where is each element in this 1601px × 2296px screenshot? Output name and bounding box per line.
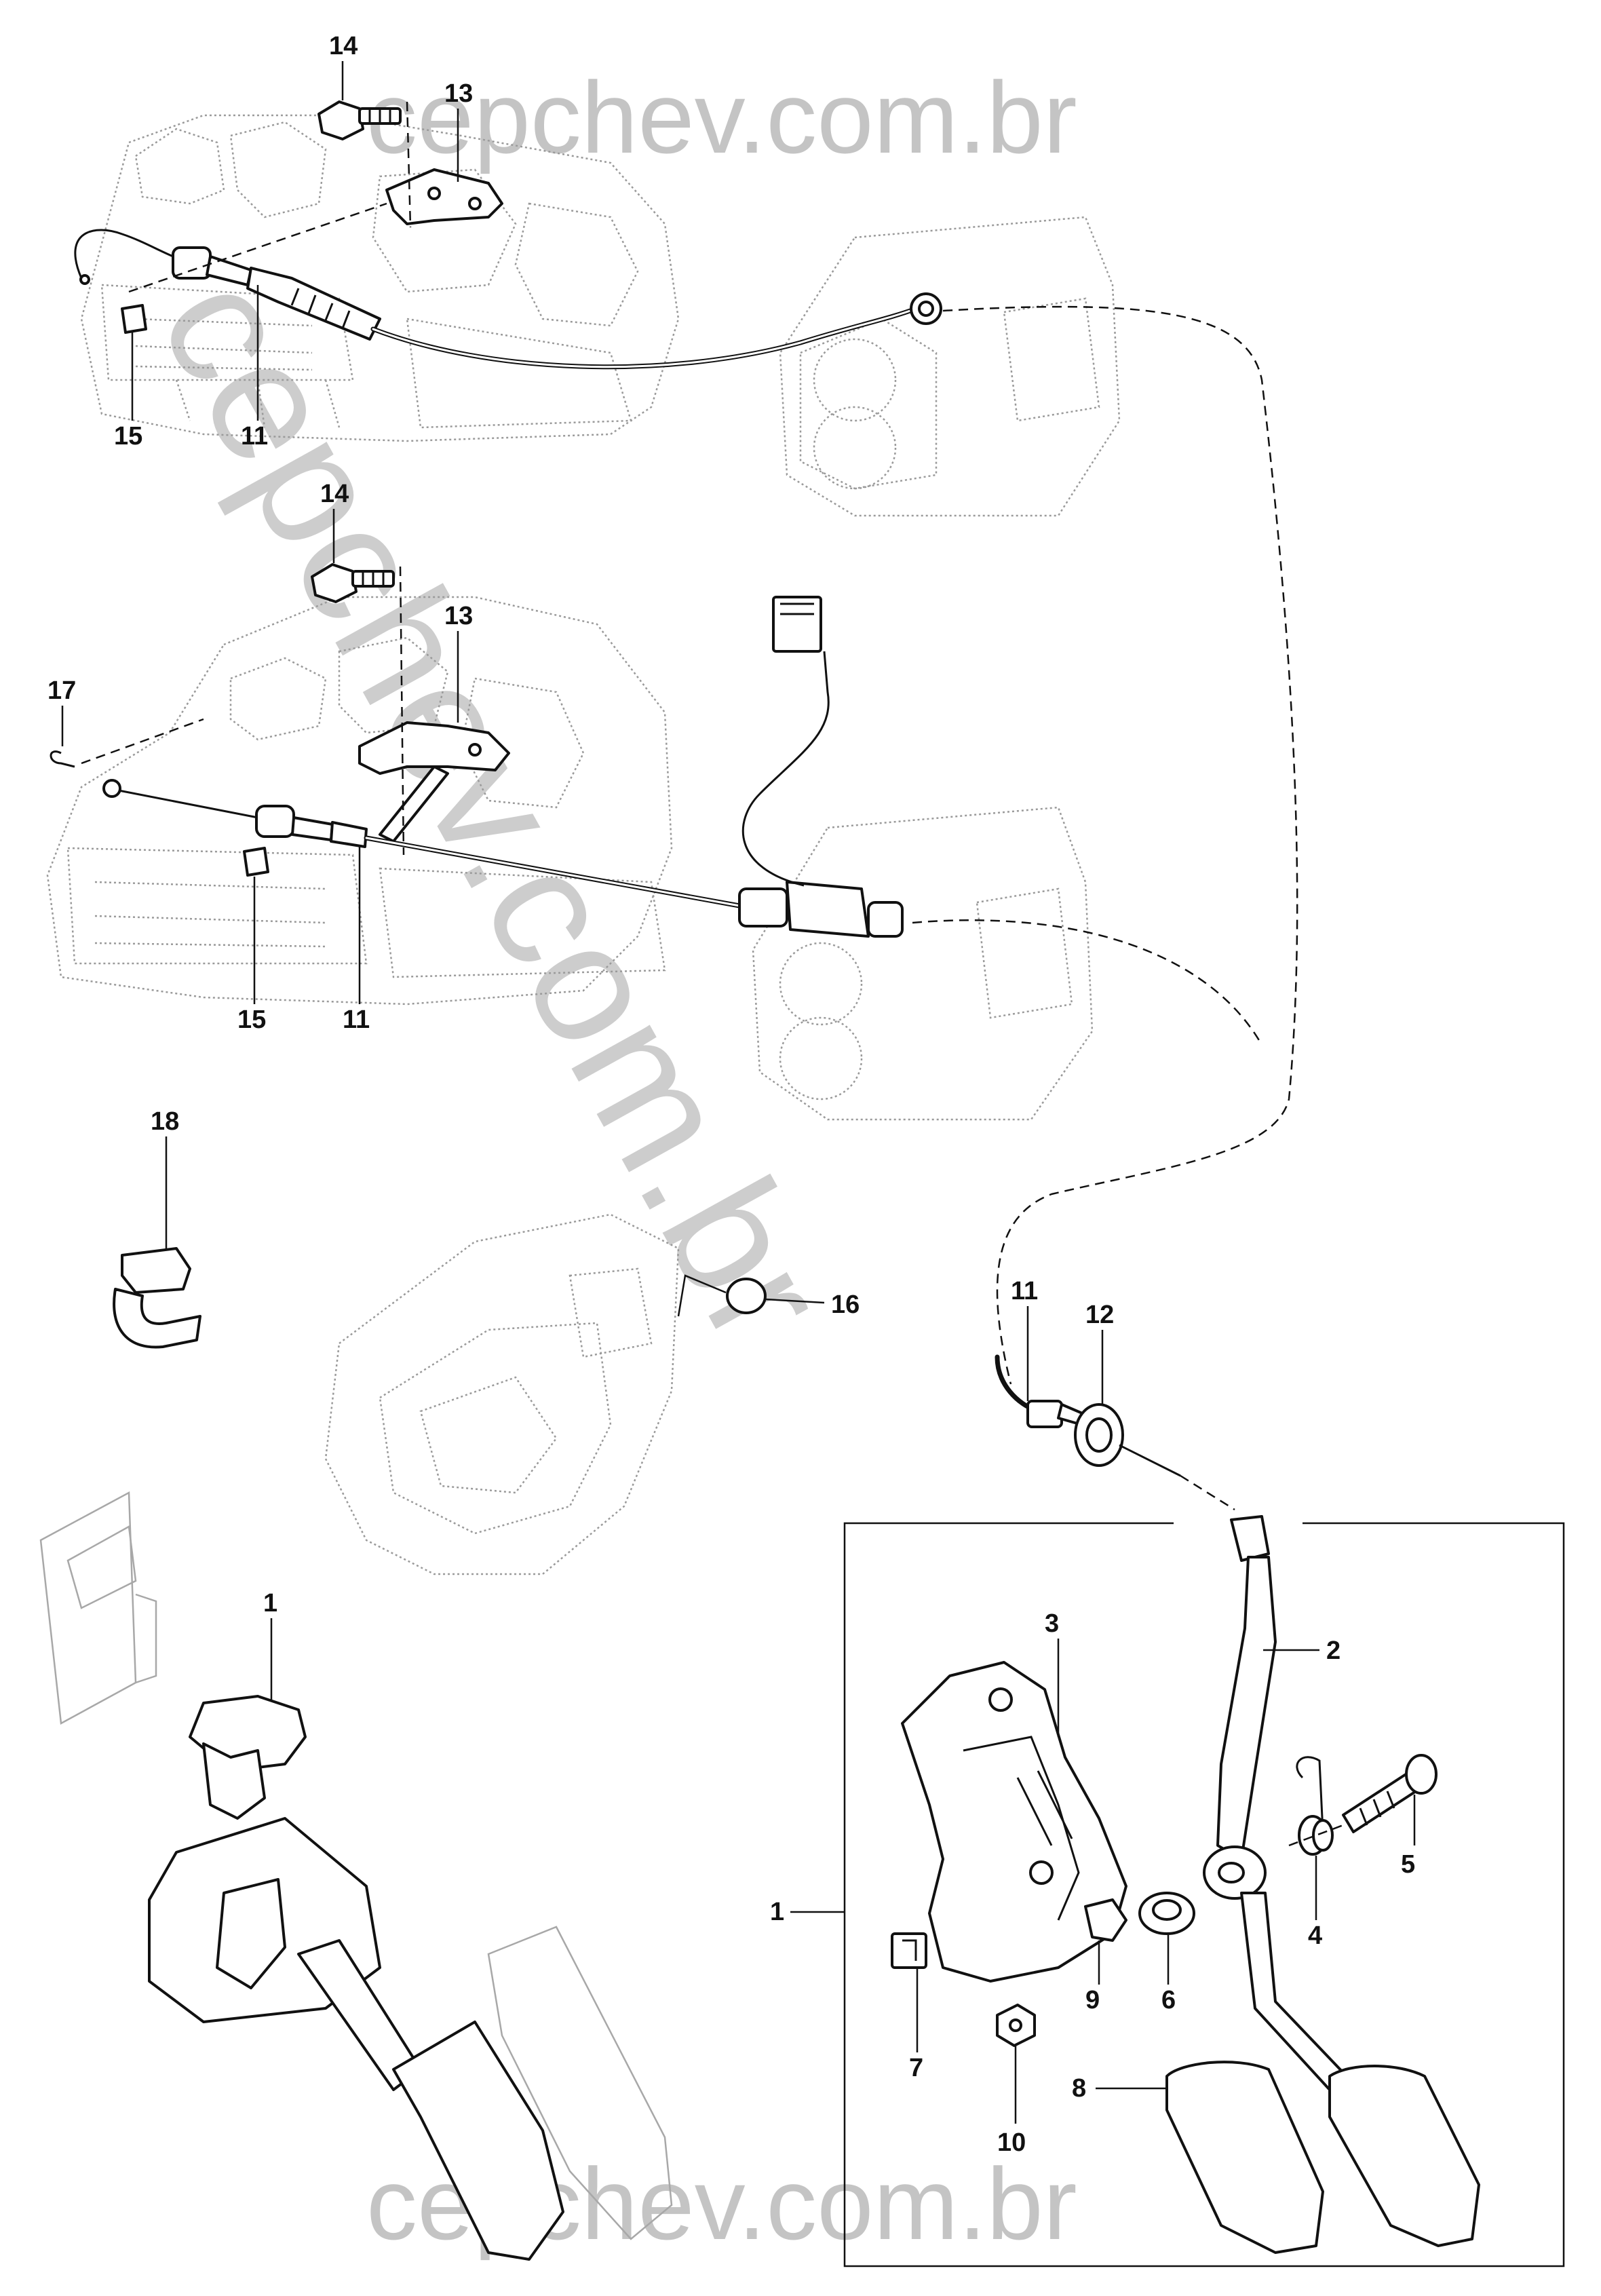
callout-mid-17: 17 — [47, 676, 76, 705]
guide-spring-pin — [1288, 1824, 1344, 1847]
bolt-middle — [311, 563, 395, 603]
callout-spring-4: 4 — [1308, 1921, 1322, 1950]
watermark-top: cepchev.com.br — [366, 60, 1077, 174]
callout-grommet-16: 16 — [831, 1290, 860, 1319]
pad-8 — [1165, 2061, 1480, 2254]
bushing-6 — [1138, 1892, 1195, 1935]
callout-top-15: 15 — [114, 422, 142, 451]
guide-cable-lever — [1180, 1474, 1235, 1511]
guide-middle-retainer — [81, 718, 204, 765]
firewall-ghost — [324, 1213, 680, 1575]
callout-lever-2: 2 — [1326, 1637, 1340, 1665]
callout-pad-8: 8 — [1072, 2074, 1086, 2103]
cable-end-pedal — [995, 1354, 1181, 1477]
pedal-assembly-left — [39, 1491, 673, 2261]
callout-box-1: 1 — [770, 1898, 784, 1926]
grommet-16 — [726, 1278, 767, 1314]
spring-4 — [1296, 1756, 1334, 1856]
leader-grommet-16 — [765, 1298, 825, 1304]
bulkhead-ghost-top — [779, 216, 1121, 517]
guide-top-clip — [128, 202, 387, 293]
exploded-view-box — [843, 1522, 1565, 2268]
watermark-diagonal: cepchev.com.br — [125, 244, 865, 1372]
pin-5 — [1342, 1754, 1438, 1833]
callout-mid-13: 13 — [444, 602, 473, 630]
clip-18 — [113, 1247, 201, 1349]
callout-mid-15: 15 — [237, 1006, 266, 1034]
stop-9 — [1084, 1898, 1127, 1942]
lever-2 — [1203, 1515, 1348, 2091]
callout-top-13: 13 — [444, 79, 473, 108]
callout-bracket-3: 3 — [1045, 1609, 1059, 1638]
callout-bushing-6: 6 — [1161, 1986, 1176, 2014]
callout-clip-18: 18 — [151, 1107, 179, 1136]
clip-7 — [891, 1932, 927, 1969]
guide-middle-to-pedal — [912, 919, 1263, 1046]
guide-top-bolt — [406, 101, 412, 228]
callout-top-11: 11 — [241, 422, 268, 451]
bolt-top — [317, 100, 402, 140]
callout-clip-7: 7 — [909, 2054, 923, 2082]
clip-top — [121, 304, 147, 334]
callout-pedal-left-1: 1 — [263, 1589, 277, 1618]
callout-nut-10: 10 — [997, 2128, 1026, 2157]
zigzag-16 — [677, 1274, 727, 1317]
callout-grommet-12: 12 — [1085, 1301, 1114, 1329]
cable-middle — [102, 596, 904, 938]
callout-cable-11: 11 — [1011, 1277, 1038, 1305]
bracket-3 — [901, 1661, 1127, 1983]
guide-middle-bolt — [399, 566, 405, 856]
clip-middle — [243, 847, 269, 877]
retainer-middle — [50, 750, 75, 768]
bracket-top — [385, 168, 503, 225]
bulkhead-ghost-middle — [752, 806, 1094, 1121]
callout-mid-11: 11 — [343, 1006, 370, 1034]
callout-mid-14: 14 — [320, 480, 349, 508]
cable-top — [74, 229, 942, 370]
callout-stop-9: 9 — [1085, 1986, 1100, 2014]
callout-pin-5: 5 — [1401, 1850, 1415, 1879]
guide-top-to-pedal — [942, 305, 1298, 1385]
nut-10 — [996, 2004, 1036, 2047]
callout-top-14: 14 — [329, 32, 358, 60]
